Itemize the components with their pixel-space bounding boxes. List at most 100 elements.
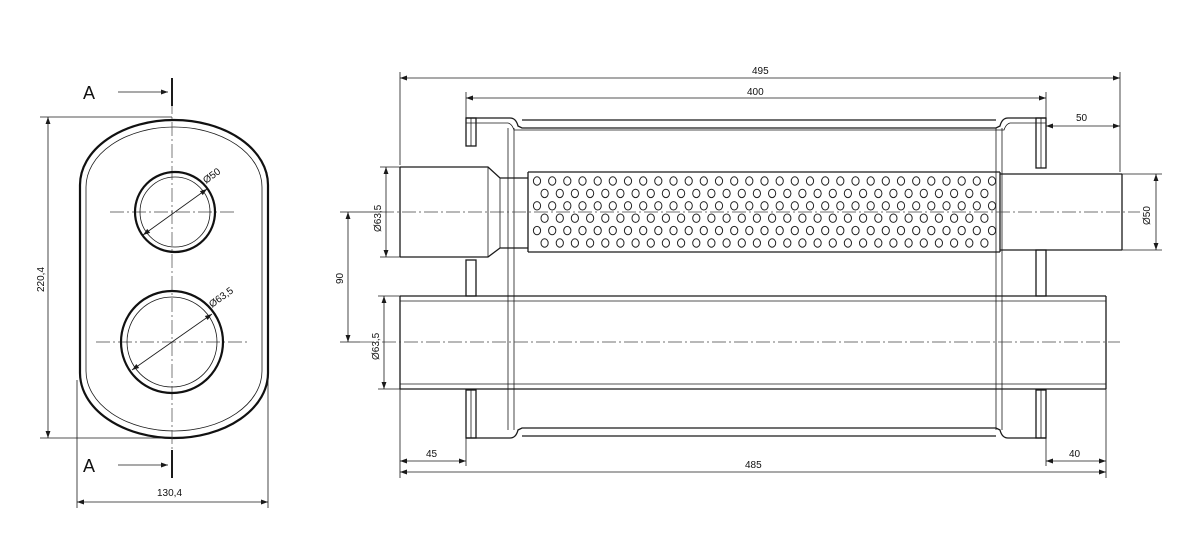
perforation-hole bbox=[639, 225, 648, 236]
perforation-hole bbox=[722, 213, 731, 223]
perforation-hole bbox=[760, 176, 769, 186]
inlet-diameter-label: Ø63,5 bbox=[373, 204, 384, 232]
perforation-hole bbox=[904, 188, 913, 199]
perforation-hole bbox=[654, 176, 663, 186]
perforation-hole bbox=[737, 213, 746, 223]
perforation-holes bbox=[532, 176, 997, 248]
perforation-hole bbox=[866, 225, 875, 236]
perforation-hole bbox=[965, 238, 974, 248]
perforation-hole bbox=[972, 201, 981, 211]
perforation-hole bbox=[623, 176, 633, 186]
perforation-hole bbox=[714, 225, 724, 236]
small-pipe-hole bbox=[133, 170, 217, 254]
perforation-hole bbox=[965, 188, 974, 199]
perforation-hole bbox=[563, 225, 572, 236]
perforation-hole bbox=[987, 176, 997, 186]
perforation-hole bbox=[699, 225, 708, 236]
lower-pipe-length-label: 485 bbox=[745, 460, 762, 471]
perforation-hole bbox=[661, 213, 671, 223]
perforation-hole bbox=[540, 188, 549, 199]
perforation-hole bbox=[586, 188, 595, 199]
perforation-hole bbox=[760, 225, 769, 236]
perforation-hole bbox=[950, 213, 959, 223]
perforation-hole bbox=[813, 213, 822, 223]
perforation-hole bbox=[980, 188, 989, 199]
perforation-hole bbox=[874, 213, 883, 223]
large-pipe-hole-inner bbox=[126, 296, 218, 388]
perforation-hole bbox=[684, 176, 693, 186]
large-hole-diameter-dimension bbox=[131, 313, 213, 371]
perforation-hole bbox=[616, 188, 625, 199]
perforation-hole bbox=[790, 225, 799, 236]
perforation-hole bbox=[828, 213, 837, 223]
section-view: 495 400 50 Ø63,5 Ø50 90 Ø63,5 bbox=[335, 66, 1162, 478]
perforation-hole bbox=[836, 225, 845, 236]
perforation-hole bbox=[972, 225, 981, 236]
perforation-hole bbox=[957, 201, 966, 211]
perforation-hole bbox=[805, 225, 815, 236]
perforation-hole bbox=[934, 213, 944, 223]
perforation-hole bbox=[722, 188, 731, 199]
perforation-hole bbox=[881, 201, 890, 211]
perforation-hole bbox=[972, 176, 981, 186]
perforation-hole bbox=[601, 238, 610, 248]
perforation-hole bbox=[942, 176, 951, 186]
perforation-hole bbox=[896, 176, 906, 186]
perforation-hole bbox=[805, 201, 815, 211]
perforation-hole bbox=[578, 176, 587, 186]
perforation-hole bbox=[601, 188, 610, 199]
inlet-pipe bbox=[399, 166, 528, 258]
small-pipe-hole-inner bbox=[139, 176, 211, 248]
perforation-hole bbox=[805, 176, 815, 186]
perforation-hole bbox=[654, 225, 663, 236]
perforation-hole bbox=[570, 213, 580, 223]
shell-bottom-wall bbox=[466, 427, 1046, 439]
perforation-hole bbox=[919, 213, 928, 223]
perforation-hole bbox=[586, 238, 595, 248]
perforation-hole bbox=[714, 176, 724, 186]
perforation-hole bbox=[631, 213, 640, 223]
perforation-hole bbox=[677, 238, 686, 248]
perforation-hole bbox=[760, 201, 769, 211]
perforation-hole bbox=[957, 225, 966, 236]
perforated-tube bbox=[527, 171, 1001, 253]
perforation-hole bbox=[639, 176, 648, 186]
perforation-hole bbox=[798, 238, 807, 248]
perforation-hole bbox=[623, 201, 633, 211]
perforation-hole bbox=[783, 188, 792, 199]
perforation-hole bbox=[745, 201, 754, 211]
perforation-hole bbox=[532, 225, 542, 236]
perforation-hole bbox=[677, 188, 686, 199]
perforation-hole bbox=[980, 238, 989, 248]
perforation-hole bbox=[752, 213, 762, 223]
perforation-hole bbox=[851, 176, 860, 186]
lower-pipe-diameter-label: Ø63,5 bbox=[371, 332, 382, 360]
perforation-hole bbox=[851, 225, 860, 236]
lower-pipe bbox=[399, 295, 1107, 390]
perforation-hole bbox=[563, 201, 572, 211]
perforation-hole bbox=[540, 238, 549, 248]
section-label-top: A bbox=[83, 83, 95, 103]
perforation-hole bbox=[950, 238, 959, 248]
outlet-diameter-label: Ø50 bbox=[1142, 206, 1153, 225]
perforation-hole bbox=[540, 213, 549, 223]
perforation-hole bbox=[942, 225, 951, 236]
perforation-hole bbox=[851, 201, 860, 211]
perforation-hole bbox=[669, 201, 678, 211]
perforation-hole bbox=[775, 176, 784, 186]
perforation-hole bbox=[646, 188, 655, 199]
muffler-body-outline bbox=[78, 118, 270, 440]
perforation-hole bbox=[608, 176, 617, 186]
perforation-hole bbox=[586, 213, 595, 223]
perforation-hole bbox=[874, 238, 883, 248]
perforation-hole bbox=[669, 225, 678, 236]
perforation-hole bbox=[593, 176, 602, 186]
perforation-hole bbox=[775, 201, 784, 211]
perforation-hole bbox=[684, 225, 693, 236]
perforation-hole bbox=[555, 238, 564, 248]
perforation-hole bbox=[639, 201, 648, 211]
perforation-hole bbox=[919, 188, 928, 199]
perforation-hole bbox=[798, 188, 807, 199]
lower-left-extension-label: 45 bbox=[426, 449, 438, 460]
perforation-hole bbox=[631, 238, 640, 248]
